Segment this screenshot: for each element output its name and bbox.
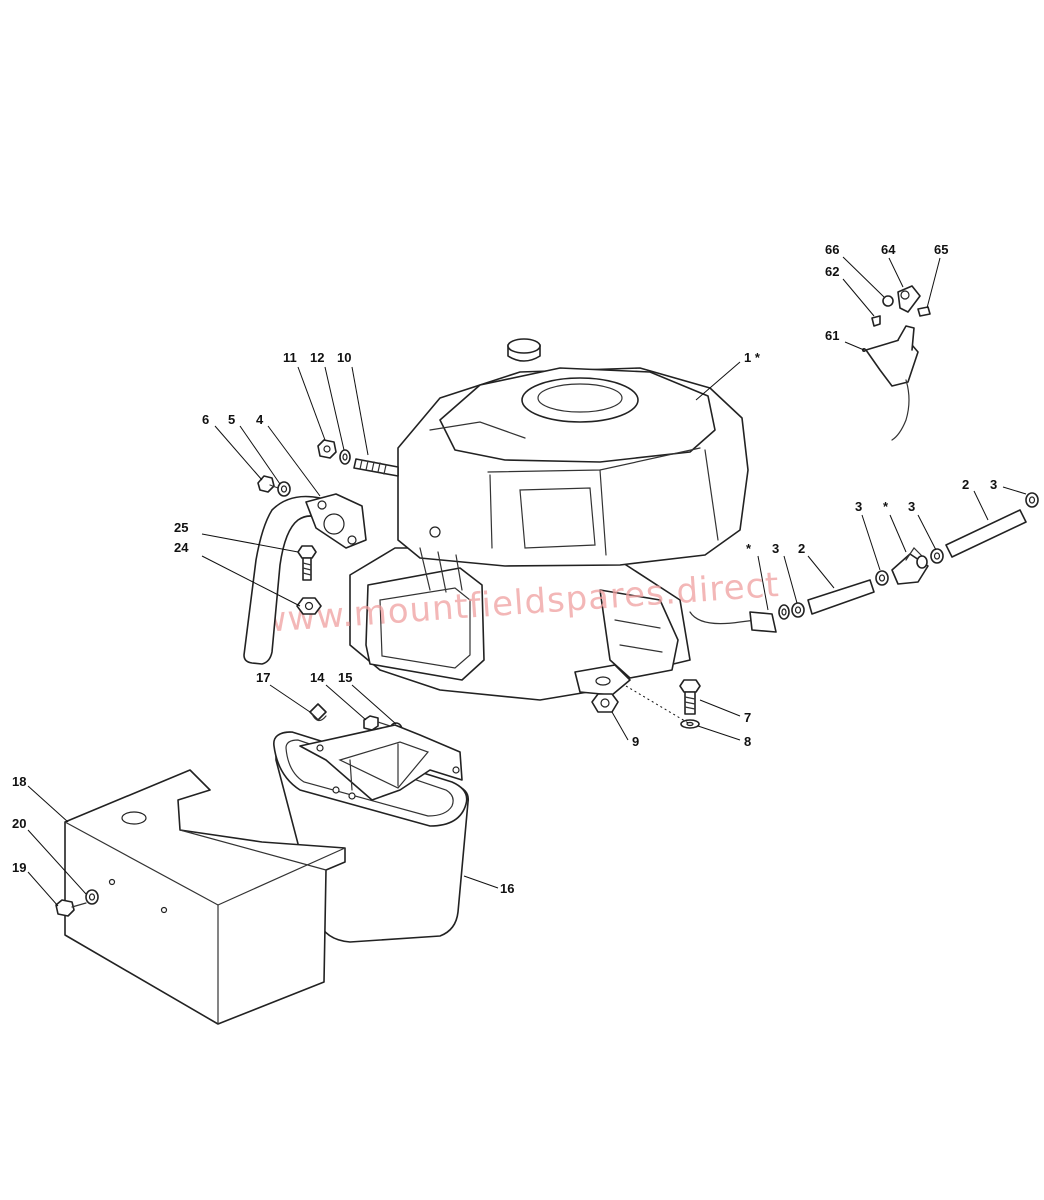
callout-2-upper: 2 xyxy=(962,477,969,492)
callout-17: 17 xyxy=(256,670,270,685)
callout-15: 15 xyxy=(338,670,352,685)
heat-shield xyxy=(64,769,346,1025)
callout-10: 10 xyxy=(337,350,351,365)
callout-61: 61 xyxy=(825,328,839,343)
callout-7: 7 xyxy=(744,710,751,725)
throttle-assembly xyxy=(862,285,931,441)
callout-18: 18 xyxy=(12,774,26,789)
engine-assembly xyxy=(349,338,757,701)
callout-25: 25 xyxy=(174,520,188,535)
callout-5: 5 xyxy=(228,412,235,427)
callout-3-upper: 3 xyxy=(990,477,997,492)
callout-1: 1 * xyxy=(744,350,761,365)
callout-62: 62 xyxy=(825,264,839,279)
callout-labels: 66 64 65 62 61 1 * 11 12 10 6 5 4 25 24 … xyxy=(12,242,997,896)
callout-star-filter: * xyxy=(746,541,752,556)
callout-9: 9 xyxy=(632,734,639,749)
bolt-25 xyxy=(296,545,322,615)
callout-3-b: 3 xyxy=(908,499,915,514)
callout-66: 66 xyxy=(825,242,839,257)
callout-3-a: 3 xyxy=(855,499,862,514)
bolt-6 xyxy=(257,475,291,497)
callout-star-tap: * xyxy=(883,499,889,514)
callout-6: 6 xyxy=(202,412,209,427)
callout-24: 24 xyxy=(174,540,189,555)
callout-65: 65 xyxy=(934,242,948,257)
callout-19: 19 xyxy=(12,860,26,875)
callout-4: 4 xyxy=(256,412,264,427)
clip-17 xyxy=(309,703,327,722)
bolt-7-washer-8 xyxy=(679,679,701,729)
stud-assembly xyxy=(317,439,399,477)
callout-8: 8 xyxy=(744,734,751,749)
callout-12: 12 xyxy=(310,350,324,365)
callout-14: 14 xyxy=(310,670,325,685)
leader-lines xyxy=(27,256,1027,907)
bolt-19-washer-20 xyxy=(55,889,99,917)
callout-20: 20 xyxy=(12,816,26,831)
callout-11: 11 xyxy=(283,350,297,365)
fuel-line xyxy=(749,492,1039,633)
callout-64: 64 xyxy=(881,242,896,257)
callout-16: 16 xyxy=(500,881,514,896)
exhaust-pipe xyxy=(243,493,367,665)
callout-2-lower: 2 xyxy=(798,541,805,556)
callout-3-c: 3 xyxy=(772,541,779,556)
nut-9 xyxy=(591,693,619,713)
